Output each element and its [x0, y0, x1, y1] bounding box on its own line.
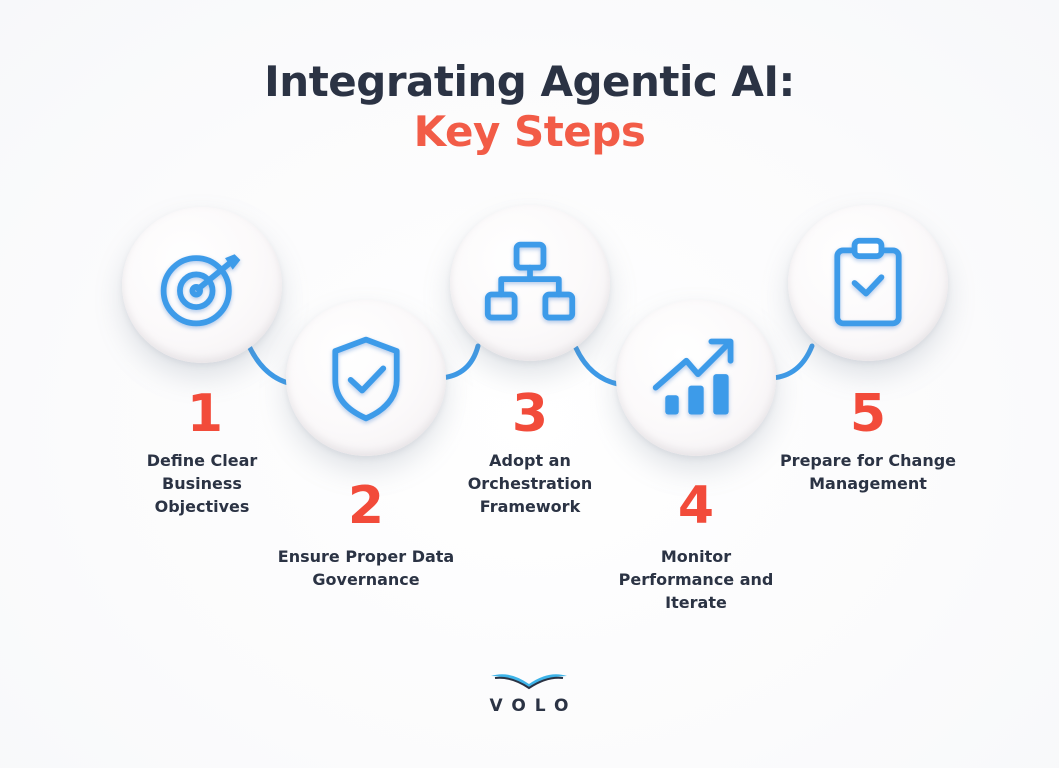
logo-text: VOLO: [489, 696, 578, 716]
title-line-1: Integrating Agentic AI:: [264, 57, 795, 106]
shield-check-icon: [332, 336, 400, 422]
step-2-number: 2: [347, 476, 385, 536]
step-4-number: 4: [677, 476, 715, 536]
volo-logo: VOLO: [479, 668, 579, 718]
step-3-circle: [450, 205, 610, 361]
step-3-label: Adopt an Orchestration Framework: [467, 451, 593, 516]
hierarchy-icon: [484, 241, 576, 321]
step-2-circle: [286, 300, 446, 456]
step-2-label: Ensure Proper Data Governance: [277, 547, 455, 589]
target-icon: [160, 254, 241, 327]
step-1-circle: [122, 207, 282, 363]
step-1-label: Define Clear Business Objectives: [146, 451, 258, 516]
title-line-2: Key Steps: [413, 107, 646, 156]
step-5-label: Prepare for Change Management: [779, 451, 957, 493]
step-1-number: 1: [186, 384, 224, 444]
step-4-circle: [616, 300, 776, 456]
bird-wave-icon: [491, 674, 567, 690]
step-4-label: Monitor Performance and Iterate: [618, 547, 774, 612]
growth-chart-icon: [652, 338, 734, 415]
step-5-circle: [788, 205, 948, 361]
clipboard-check-icon: [834, 237, 902, 327]
step-3-number: 3: [511, 384, 549, 444]
step-5-number: 5: [849, 384, 887, 444]
